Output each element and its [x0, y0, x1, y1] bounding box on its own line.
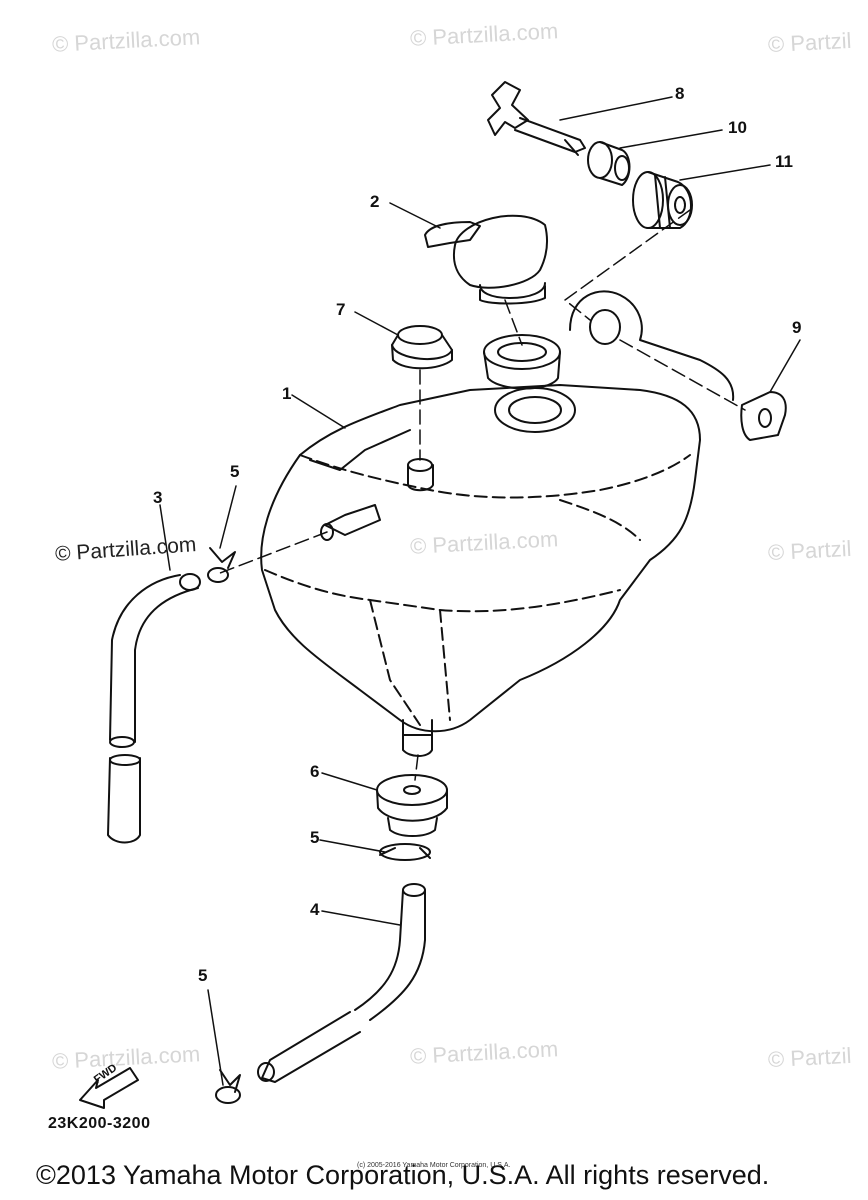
- callout-6: 6: [310, 762, 320, 781]
- callout-3: 3: [153, 488, 163, 507]
- watermark: © Partzil: [767, 1042, 853, 1073]
- fwd-arrow-icon: [79, 1067, 139, 1109]
- hose-part-3: [107, 573, 201, 844]
- callout-10: 10: [728, 118, 747, 137]
- tiny-notice: (c) 2005-2016 Yamaha Motor Corporation, …: [357, 1162, 511, 1169]
- damper-part-11: [632, 171, 693, 229]
- callout-1: 1: [282, 384, 292, 403]
- callout-7: 7: [336, 300, 346, 319]
- oil-cap-part-2: [424, 214, 549, 305]
- watermark: © Partzil: [767, 535, 853, 566]
- copyright-notice: ©2013 Yamaha Motor Corporation, U.S.A. A…: [36, 1160, 770, 1190]
- hose-part-4: [257, 883, 426, 1083]
- leader-lines: [159, 96, 801, 1086]
- diagram-code: 23K200-3200: [48, 1115, 151, 1132]
- clip-part-5: [207, 547, 431, 1104]
- callout-4: 4: [310, 900, 320, 919]
- watermark: © Partzil: [767, 27, 853, 58]
- callout-5-middle: 5: [310, 828, 320, 847]
- collar-part-10: [587, 141, 631, 186]
- grommet-part-7: [391, 325, 453, 370]
- callout-8: 8: [675, 84, 685, 103]
- callout-9: 9: [792, 318, 802, 337]
- assembly-lines: [214, 209, 746, 781]
- bolt-part-8: [487, 81, 586, 156]
- callout-2: 2: [370, 192, 380, 211]
- callout-5-top: 5: [230, 462, 240, 481]
- grommet-part-6: [376, 774, 448, 837]
- oil-tank-part-1: [260, 290, 735, 757]
- callout-5-bottom: 5: [198, 966, 208, 985]
- callout-11: 11: [775, 152, 793, 171]
- washer-part-9: [740, 391, 787, 441]
